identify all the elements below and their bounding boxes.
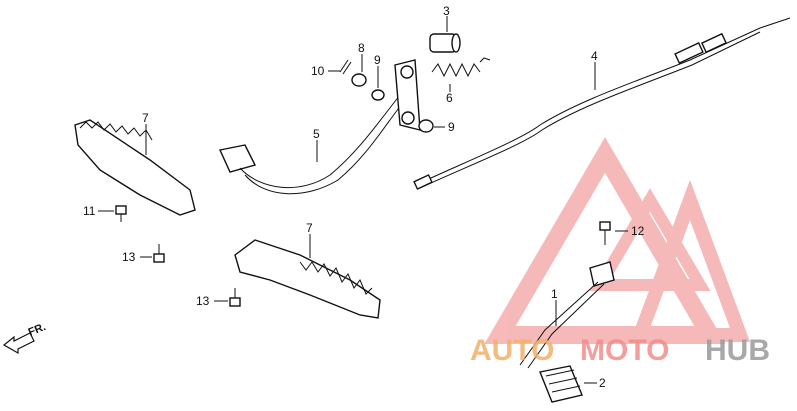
- brake-pedal: [218, 59, 421, 195]
- brake-cable: [413, 17, 791, 190]
- callout-9-lower: 9: [448, 120, 455, 134]
- callout-5: 5: [313, 127, 320, 141]
- callout-6: 6: [446, 91, 453, 105]
- bolts: [115, 205, 611, 307]
- callout-7-upper: 7: [142, 111, 149, 125]
- callout-2: 2: [599, 376, 606, 390]
- callout-13-lower: 13: [196, 294, 210, 308]
- callout-7-lower: 7: [306, 221, 313, 235]
- callout-1: 1: [551, 287, 558, 301]
- watermark-hub: HUB: [705, 334, 770, 367]
- pivot-collar: [429, 33, 461, 53]
- callout-11: 11: [83, 204, 96, 218]
- washers-and-pin: [339, 59, 434, 133]
- callout-13-upper: 13: [122, 250, 136, 264]
- callout-12: 12: [631, 224, 645, 238]
- callout-8: 8: [358, 41, 365, 55]
- footrest-lower: [234, 239, 381, 319]
- leader-lines: [98, 16, 628, 384]
- shift-pedal: [519, 261, 615, 403]
- front-direction-arrow: FR.: [2, 321, 48, 355]
- callout-4: 4: [591, 49, 598, 63]
- callout-3: 3: [443, 4, 450, 18]
- watermark-moto: MOTO: [580, 334, 669, 367]
- return-spring: [431, 57, 491, 78]
- callout-10: 10: [311, 64, 325, 78]
- callout-9-upper: 9: [374, 53, 381, 67]
- footrest-upper: [74, 119, 196, 216]
- watermark-text: AUTO MOTO HUB: [470, 334, 770, 367]
- watermark-logo: [484, 137, 751, 344]
- direction-label: FR.: [27, 321, 48, 339]
- watermark-auto: AUTO: [470, 334, 554, 367]
